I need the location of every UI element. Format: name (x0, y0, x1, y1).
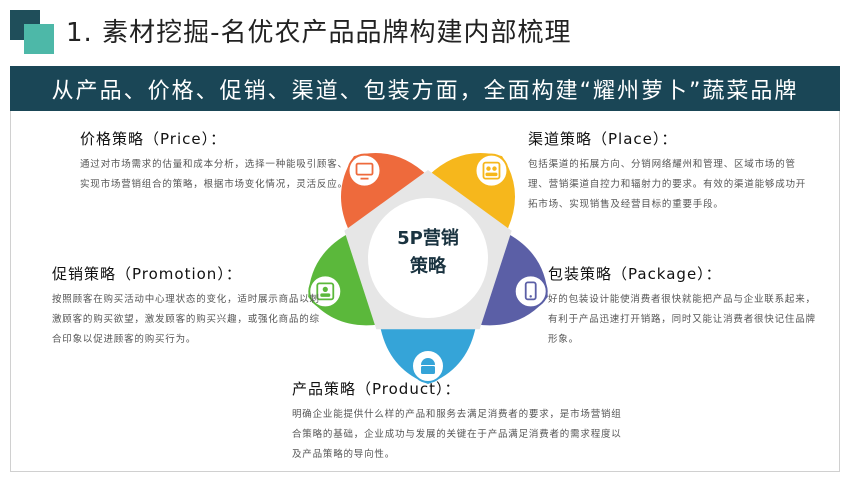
people-frame (482, 161, 501, 180)
package-strategy-title: 包装策略（Package）： (548, 265, 722, 283)
phone-icon (524, 281, 537, 301)
promotion-strategy-block: 促销策略（Promotion）： 按照顾客在购买活动中心理状态的变化，适时展示商… (52, 263, 322, 350)
center-label-line1: 5P营销 (397, 228, 459, 249)
price-strategy-block: 价格策略（Price）： 通过对市场需求的估量和成本分析，选择一种能吸引顾客、实… (80, 128, 350, 195)
banner-text: 从产品、价格、促销、渠道、包装方面，全面构建“耀州萝卜”蔬菜品牌 (51, 78, 799, 104)
product-strategy-block: 产品策略（Product）： 明确企业能提供什么样的产品和服务去满足消费者的要求… (292, 378, 622, 465)
place-strategy-text: 包括渠道的拓展方向、分销网络耀州和管理、区域市场的管理、营销渠道自控力和辐射力的… (528, 159, 807, 210)
people-icon-badge (474, 153, 509, 188)
monitor-icon (355, 162, 374, 180)
person-head-2 (492, 166, 497, 171)
place-strategy-block: 渠道策略（Place）： 包括渠道的拓展方向、分销网络耀州和管理、区域市场的管理… (528, 128, 813, 215)
promotion-strategy-text: 按照顾客在购买活动中心理状态的变化，适时展示商品以刺激顾客的购买欲望，激发顾客的… (52, 294, 320, 345)
android-body (421, 366, 435, 374)
price-strategy-text: 通过对市场需求的估量和成本分析，选择一种能吸引顾客、实现市场营销组合的策略，根据… (80, 159, 348, 190)
promotion-strategy-title: 促销策略（Promotion）： (52, 265, 242, 283)
product-strategy-text: 明确企业能提供什么样的产品和服务去满足消费者的要求，是市场营销组合策略的基础，企… (292, 409, 622, 460)
phone-body (524, 281, 537, 301)
place-strategy-title: 渠道策略（Place）： (528, 130, 678, 148)
phone-icon-badge (513, 274, 548, 309)
contact-head (322, 286, 328, 292)
center-label-line2: 策略 (410, 256, 446, 277)
monitor-icon-badge (347, 153, 382, 188)
headline-banner: 从产品、价格、促销、渠道、包装方面，全面构建“耀州萝卜”蔬菜品牌 (10, 66, 840, 111)
android-icon (421, 358, 435, 374)
package-strategy-block: 包装策略（Package）： 好的包装设计能使消费者很快就能把产品与企业联系起来… (548, 263, 818, 350)
monitor-screen (355, 162, 374, 176)
price-strategy-title: 价格策略（Price）： (80, 130, 227, 148)
product-strategy-title: 产品策略（Product）： (292, 380, 461, 398)
people-icon (482, 161, 501, 180)
phone-button (529, 295, 532, 298)
center-circle (368, 198, 488, 318)
contact-card-icon (316, 282, 335, 301)
content-frame (10, 111, 840, 472)
page-title: 1. 素材挖掘-名优农产品品牌构建内部梳理 (66, 18, 572, 48)
diagram-center-label: 5P营销 策略 (368, 225, 488, 281)
people-bodies (485, 172, 498, 177)
contact-card-frame (316, 282, 335, 301)
contact-body (320, 293, 331, 297)
android-head (421, 358, 435, 365)
package-strategy-text: 好的包装设计能使消费者很快就能把产品与企业联系起来，有利于产品迅速打开销路，同时… (548, 294, 816, 345)
person-head-1 (486, 166, 491, 171)
decorative-square-teal (24, 24, 54, 54)
